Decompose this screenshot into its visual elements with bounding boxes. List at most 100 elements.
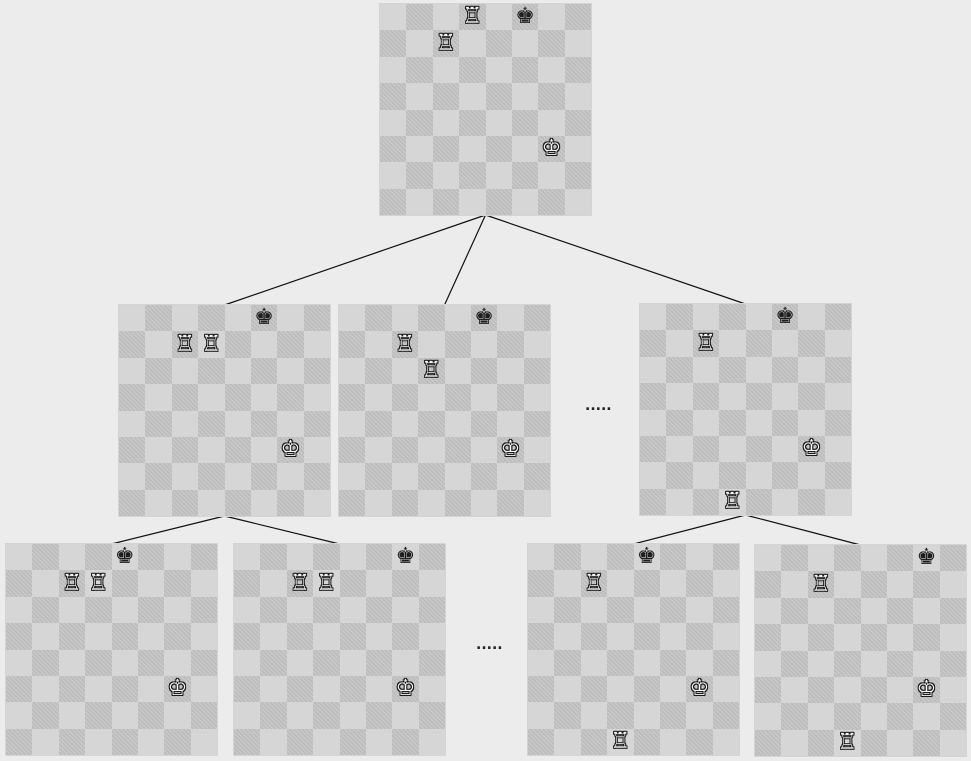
square-b3	[260, 675, 287, 703]
square-a1	[119, 489, 146, 516]
square-h7	[939, 571, 966, 598]
square-f5	[470, 384, 498, 411]
square-d6	[834, 597, 861, 625]
square-e2	[860, 703, 887, 730]
square-d1	[313, 728, 340, 755]
square-h1	[712, 728, 739, 755]
square-b8	[554, 544, 581, 571]
square-a5	[380, 83, 407, 110]
square-b3	[145, 436, 172, 464]
square-d6	[198, 357, 225, 385]
square-h2	[523, 463, 550, 490]
square-g7	[913, 571, 940, 598]
square-b8	[145, 305, 172, 332]
square-d5	[719, 383, 746, 410]
square-a1	[234, 728, 261, 755]
board-child-2: ♚♖♖♔	[339, 305, 550, 516]
square-e2	[111, 702, 138, 729]
square-c6	[391, 357, 419, 385]
square-e4	[224, 410, 251, 437]
square-d4	[198, 410, 225, 437]
square-f4	[511, 109, 539, 136]
square-h1	[939, 729, 966, 756]
square-g8	[798, 304, 825, 331]
square-g5	[497, 384, 524, 411]
square-e8: ♚	[633, 544, 660, 571]
square-a8	[6, 544, 33, 571]
square-d5	[313, 623, 340, 650]
square-c8	[807, 545, 835, 572]
square-d2	[719, 462, 746, 489]
square-c7: ♖	[807, 571, 835, 598]
square-g1	[913, 729, 940, 756]
square-g3: ♔	[392, 675, 419, 703]
white-king-icon: ♔	[395, 676, 416, 702]
square-d6	[607, 596, 634, 624]
square-a6	[640, 356, 667, 384]
square-c2	[580, 702, 608, 729]
square-d4	[834, 650, 861, 677]
square-f2	[886, 703, 914, 730]
square-d8	[198, 305, 225, 332]
square-d3	[607, 675, 634, 703]
square-h4	[939, 650, 966, 677]
square-h1	[303, 489, 330, 516]
square-a5	[339, 384, 366, 411]
square-c7: ♖	[391, 331, 419, 358]
square-e5	[860, 624, 887, 651]
square-f8: ♚	[470, 305, 498, 332]
square-b5	[554, 623, 581, 650]
square-c7: ♖	[580, 570, 608, 597]
square-c4	[58, 649, 86, 676]
square-g7	[686, 570, 713, 597]
square-b1	[406, 188, 433, 215]
square-a4	[234, 649, 261, 676]
square-d5	[418, 384, 445, 411]
square-h1	[190, 728, 217, 755]
square-a8	[755, 545, 782, 572]
square-a7	[380, 30, 407, 57]
square-a2	[234, 702, 261, 729]
square-b8	[365, 305, 392, 332]
square-e7	[860, 571, 887, 598]
square-g3: ♔	[538, 135, 565, 163]
square-c8	[580, 544, 608, 571]
square-e6	[633, 596, 660, 624]
square-f3	[365, 675, 393, 703]
white-rook-icon: ♖	[290, 570, 310, 596]
square-e7	[485, 30, 512, 57]
square-c3	[286, 675, 314, 703]
square-d3	[719, 435, 746, 463]
square-c8	[692, 304, 720, 331]
square-e3	[339, 675, 366, 703]
square-d4	[418, 410, 445, 437]
white-king-icon: ♔	[280, 437, 301, 463]
square-b6	[365, 357, 392, 385]
white-rook-icon: ♖	[62, 570, 82, 596]
square-h4	[418, 649, 445, 676]
square-d1	[198, 489, 225, 516]
square-b2	[666, 462, 693, 489]
square-b5	[406, 83, 433, 110]
square-f8	[659, 544, 687, 571]
square-c8	[286, 544, 314, 571]
square-f1	[470, 489, 498, 516]
square-g1	[538, 188, 565, 215]
square-e5	[444, 384, 471, 411]
square-b5	[365, 384, 392, 411]
square-h7	[712, 570, 739, 597]
square-a1	[528, 728, 555, 755]
square-b4	[145, 410, 172, 437]
square-b8	[781, 545, 808, 572]
square-c5	[432, 83, 460, 110]
square-g2	[392, 702, 419, 729]
square-f5	[659, 623, 687, 650]
white-rook-icon: ♖	[201, 331, 222, 357]
square-d6: ♖	[418, 357, 445, 385]
square-h7	[418, 570, 445, 597]
square-d1	[418, 489, 445, 516]
square-d8	[313, 544, 340, 571]
square-f5	[250, 384, 278, 411]
square-e3	[224, 436, 251, 464]
square-c6	[171, 357, 199, 385]
